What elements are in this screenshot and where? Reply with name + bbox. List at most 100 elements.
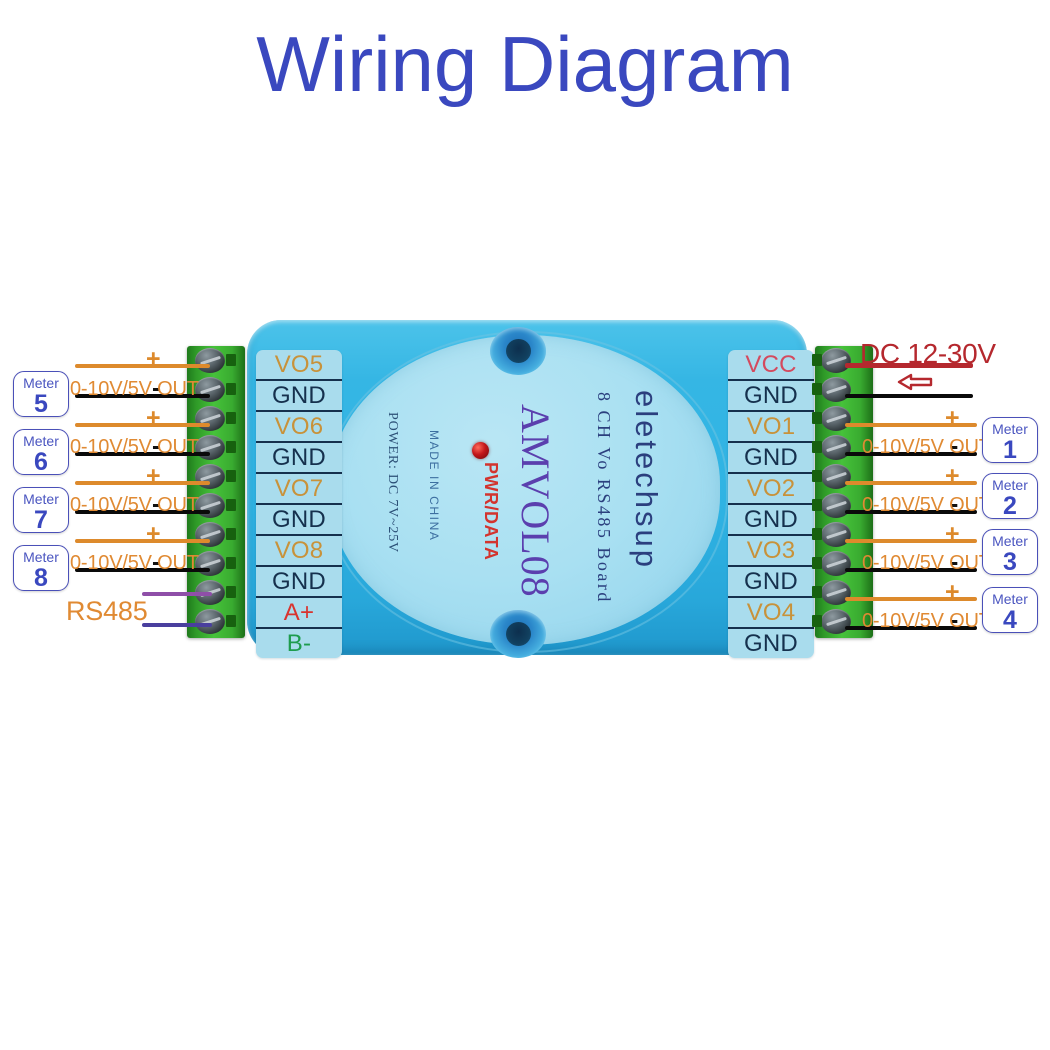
meter-number-2: 2: [1003, 492, 1017, 520]
dc-power-label: DC 12-30V: [860, 338, 996, 369]
screw-terminal-vo2[interactable]: [812, 464, 863, 490]
wire-gnd8-negative: [845, 568, 977, 572]
terminal-label-vo4: VO4: [728, 598, 814, 629]
terminal-label-vo5: VO5: [256, 350, 342, 381]
meter-number-6: 6: [34, 448, 48, 476]
terminal-label-vo1: VO1: [728, 412, 814, 443]
meter-box-3[interactable]: Meter 3: [982, 529, 1038, 575]
wire-rs485-b: [142, 623, 212, 627]
wire-vo6-positive: [75, 423, 210, 427]
meter-box-4[interactable]: Meter 4: [982, 587, 1038, 633]
pwr-data-led-icon: [472, 442, 489, 459]
screw-terminal-gnd-2[interactable]: [195, 435, 237, 461]
wire-dc-negative: [845, 394, 973, 398]
left-terminal-label-strip: VO5 GND VO6 GND VO7 GND VO8 GND A+ B-: [256, 350, 342, 658]
meter-number-3: 3: [1003, 548, 1017, 576]
meter-box-6[interactable]: Meter 6: [13, 429, 69, 475]
polarity-minus-1: -: [950, 432, 959, 460]
terminal-label-gnd-8: GND: [728, 567, 814, 598]
wire-gnd9-negative: [845, 626, 977, 630]
screw-terminal-vo1[interactable]: [812, 406, 863, 432]
meter-prefix-8: Meter: [23, 549, 59, 565]
output-label-5: 0-10V/5V OUT: [70, 378, 199, 400]
polarity-plus-3: +: [945, 520, 960, 548]
meter-prefix-6: Meter: [23, 433, 59, 449]
meter-prefix-3: Meter: [992, 533, 1028, 549]
polarity-minus-6: -: [152, 432, 161, 460]
polarity-plus-4: +: [945, 578, 960, 606]
terminal-label-vo2: VO2: [728, 474, 814, 505]
screw-terminal-vcc[interactable]: [812, 348, 863, 374]
screw-terminal-gnd-3[interactable]: [195, 493, 237, 519]
wire-vo4-positive: [845, 597, 977, 601]
wire-gnd4-negative: [75, 568, 210, 572]
terminal-label-vo3: VO3: [728, 536, 814, 567]
output-label-6: 0-10V/5V OUT: [70, 436, 199, 458]
wire-vo3-positive: [845, 539, 977, 543]
wire-dc-positive: [845, 363, 973, 368]
wire-vo5-positive: [75, 364, 210, 368]
right-terminal-block[interactable]: [812, 346, 873, 638]
screw-terminal-vo4[interactable]: [812, 580, 863, 606]
meter-number-5: 5: [34, 390, 48, 418]
terminal-label-gnd-6: GND: [728, 443, 814, 474]
terminal-label-vo7: VO7: [256, 474, 342, 505]
meter-prefix-7: Meter: [23, 491, 59, 507]
polarity-plus-2: +: [945, 462, 960, 490]
polarity-plus-8: +: [146, 520, 161, 548]
screw-terminal-gnd-7[interactable]: [812, 493, 863, 519]
screw-terminal-vo8[interactable]: [195, 522, 237, 548]
meter-number-7: 7: [34, 506, 48, 534]
meter-number-1: 1: [1003, 436, 1017, 464]
polarity-plus-1: +: [945, 404, 960, 432]
page-title: Wiring Diagram: [256, 20, 794, 108]
meter-box-7[interactable]: Meter 7: [13, 487, 69, 533]
screw-terminal-gnd-1[interactable]: [195, 377, 237, 403]
screw-terminal-vo3[interactable]: [812, 522, 863, 548]
terminal-label-b-minus: B-: [286, 630, 312, 657]
screw-terminal-vo5[interactable]: [195, 348, 237, 374]
wire-gnd3-negative: [75, 510, 210, 514]
meter-box-1[interactable]: Meter 1: [982, 417, 1038, 463]
meter-box-8[interactable]: Meter 8: [13, 545, 69, 591]
terminal-label-vcc: VCC: [728, 350, 814, 381]
screw-terminal-gnd-4[interactable]: [195, 551, 237, 577]
screw-terminal-gnd-9[interactable]: [812, 609, 863, 635]
screw-terminal-b-minus[interactable]: [195, 609, 237, 635]
wire-vo8-positive: [75, 539, 210, 543]
polarity-plus-7: +: [146, 462, 161, 490]
terminal-label-vo6: VO6: [256, 412, 342, 443]
output-label-4: 0-10V/5V OUT: [862, 610, 991, 632]
led-label-text: PWR/DATA: [481, 462, 501, 561]
mounting-screw-top: [490, 327, 546, 375]
device-subtitle-text: 8 CH Vo RS485 Board: [594, 392, 614, 604]
meter-prefix-2: Meter: [992, 477, 1028, 493]
screw-terminal-vo7[interactable]: [195, 464, 237, 490]
device-label-disc: [330, 335, 720, 645]
terminal-label-gnd-2: GND: [256, 443, 342, 474]
screw-terminal-gnd-5[interactable]: [812, 377, 863, 403]
meter-box-5[interactable]: Meter 5: [13, 371, 69, 417]
meter-box-2[interactable]: Meter 2: [982, 473, 1038, 519]
wire-gnd2-negative: [75, 452, 210, 456]
mounting-screw-bottom: [490, 610, 546, 658]
screw-terminal-gnd-8[interactable]: [812, 551, 863, 577]
output-label-8: 0-10V/5V OUT: [70, 552, 199, 574]
wire-gnd7-negative: [845, 510, 977, 514]
meter-prefix-4: Meter: [992, 591, 1028, 607]
screw-terminal-gnd-6[interactable]: [812, 435, 863, 461]
screw-terminal-vo6[interactable]: [195, 406, 237, 432]
terminal-label-gnd-9: GND: [744, 630, 798, 657]
meter-prefix-1: Meter: [992, 421, 1028, 437]
polarity-plus-6: +: [146, 404, 161, 432]
power-spec-text: POWER: DC 7V~25V: [385, 412, 400, 553]
polarity-minus-2: -: [950, 490, 959, 518]
rs485-label: RS485: [66, 596, 148, 626]
polarity-minus-8: -: [152, 548, 161, 576]
wire-rs485-a: [142, 592, 212, 596]
right-terminal-label-strip: VCC GND VO1 GND VO2 GND VO3 GND VO4 GND: [728, 350, 814, 658]
terminal-label-a-plus: A+: [256, 598, 342, 629]
origin-text: MADE IN CHINA: [427, 430, 441, 542]
terminal-label-gnd-4: GND: [256, 567, 342, 598]
